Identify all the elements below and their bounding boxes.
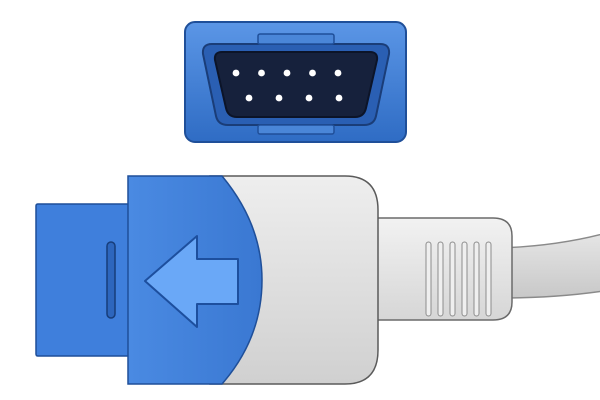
connector-pin — [309, 69, 316, 77]
connector-pin — [334, 69, 342, 77]
connector-pin — [232, 69, 240, 77]
grip-rib — [473, 241, 480, 317]
grip-rib — [449, 241, 456, 317]
grip-ribs — [425, 241, 492, 317]
tab-slot — [106, 241, 116, 319]
connector-pin — [335, 94, 343, 102]
connector-pin — [245, 94, 253, 102]
cable — [499, 233, 600, 299]
connector-pin — [275, 94, 283, 102]
strain-relief — [369, 217, 513, 321]
plug-tab — [35, 203, 133, 357]
left-arrow-icon — [144, 235, 239, 328]
pin-array — [232, 69, 343, 102]
grip-rib — [437, 241, 444, 317]
connector-pin — [258, 69, 265, 77]
grip-rib — [485, 241, 492, 317]
connector-pin — [305, 94, 313, 102]
grip-rib — [425, 241, 432, 317]
grip-rib — [461, 241, 468, 317]
db9-connector-icon — [184, 21, 407, 143]
connector-pin — [283, 69, 291, 77]
